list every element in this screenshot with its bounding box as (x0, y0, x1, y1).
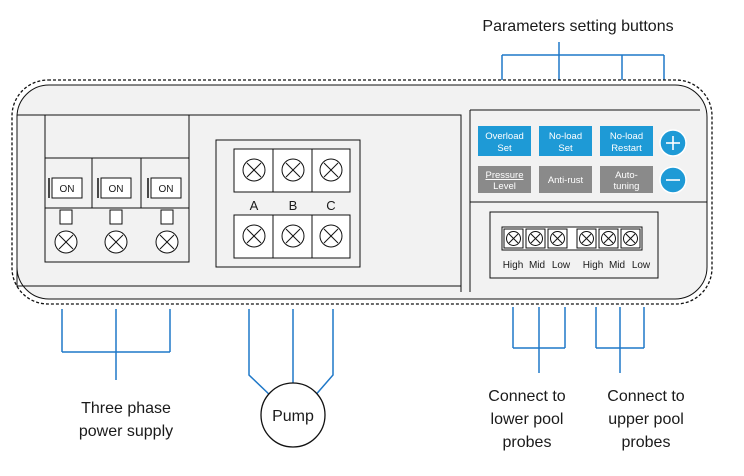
phase-label-c: C (326, 198, 335, 213)
upper-probe-wires (595, 307, 645, 373)
power-supply-label-line2: power supply (79, 423, 173, 440)
button-label-line1: Anti-rust (548, 175, 584, 186)
overload-set-button[interactable]: Overload Set (478, 126, 531, 156)
auto-tuning-button[interactable]: Auto- tuning (600, 166, 653, 193)
phase-label-b: B (289, 198, 298, 213)
probe-label-mid: Mid (609, 260, 625, 271)
screw-terminal-icon (319, 224, 343, 248)
button-label-line1: No-load (549, 131, 582, 142)
button-label-line1: No-load (610, 131, 643, 142)
pressure-level-button[interactable]: Pressure Level (478, 166, 531, 193)
screw-terminal-icon (242, 224, 266, 248)
screw-terminal-icon (525, 228, 546, 249)
screw-terminal-icon (598, 228, 619, 249)
breaker-switch-3[interactable]: ON (147, 177, 182, 199)
upper-probes-label-line3: probes (622, 434, 671, 451)
screw-terminal-icon (104, 230, 128, 254)
probe-label-low: Low (552, 260, 571, 271)
probe-screws (503, 228, 641, 249)
button-label-line2: Restart (611, 143, 642, 154)
lower-probes-label-line2: lower pool (491, 411, 564, 428)
pump-wires (248, 309, 334, 399)
button-label-line1: Overload (485, 131, 524, 142)
breaker-on-label: ON (159, 184, 174, 195)
screw-terminal-icon (155, 230, 179, 254)
pump-terminal-screws (242, 158, 343, 248)
power-supply-wires (61, 309, 171, 380)
screw-terminal-icon (242, 158, 266, 182)
phase-label-a: A (250, 198, 259, 213)
breaker-tabs (59, 209, 174, 225)
probe-label-mid: Mid (529, 260, 545, 271)
button-label-line1: Auto- (615, 170, 638, 181)
breaker-on-label: ON (109, 184, 124, 195)
minus-button[interactable] (659, 166, 687, 194)
buttons-title: Parameters setting buttons (482, 18, 673, 35)
screw-terminal-icon (576, 228, 597, 249)
breaker-on-label: ON (60, 184, 75, 195)
button-label-line2: Set (497, 143, 512, 154)
button-label-line1: Pressure (485, 170, 523, 181)
pump-label: Pump (272, 408, 314, 425)
anti-rust-button[interactable]: Anti-rust (539, 166, 592, 193)
power-input-screws (54, 230, 179, 254)
button-label-line2: Level (493, 181, 516, 192)
lower-probes-label-line1: Connect to (488, 388, 565, 405)
screw-terminal-icon (319, 158, 343, 182)
no-load-set-button[interactable]: No-load Set (539, 126, 592, 156)
screw-terminal-icon (503, 228, 524, 249)
breaker-switch-2[interactable]: ON (97, 177, 132, 199)
breaker-switch-1[interactable]: ON (48, 177, 83, 199)
upper-probes-label-line2: upper pool (608, 411, 684, 428)
pump-symbol: Pump (260, 382, 326, 448)
control-section (460, 109, 707, 292)
probe-label-low: Low (632, 260, 651, 271)
lower-probe-wires (512, 307, 566, 373)
probe-label-high: High (583, 260, 604, 271)
title-bracket-wires (501, 42, 665, 80)
upper-probes-label-line1: Connect to (607, 388, 684, 405)
screw-terminal-icon (281, 224, 305, 248)
screw-terminal-icon (620, 228, 641, 249)
power-supply-label-line1: Three phase (81, 400, 171, 417)
no-load-restart-button[interactable]: No-load Restart (600, 126, 653, 156)
button-label-line2: Set (558, 143, 573, 154)
plus-button[interactable] (659, 129, 687, 157)
screw-terminal-icon (281, 158, 305, 182)
probe-label-high: High (503, 260, 524, 271)
button-label-line2: tuning (614, 181, 640, 192)
lower-probes-label-line3: probes (503, 434, 552, 451)
screw-terminal-icon (547, 228, 568, 249)
screw-terminal-icon (54, 230, 78, 254)
